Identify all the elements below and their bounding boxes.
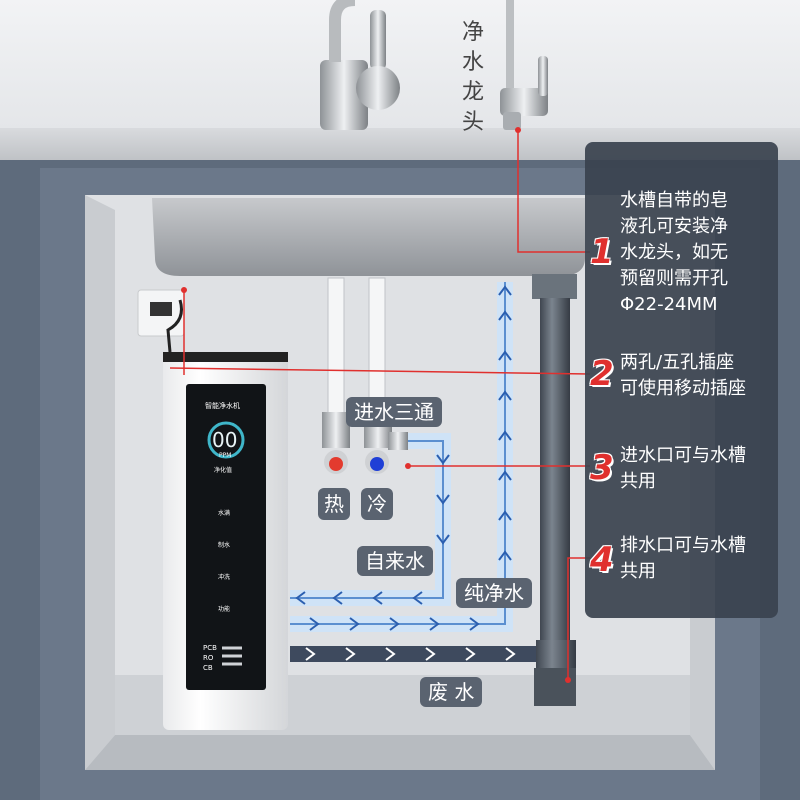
tee-label: 进水三通	[346, 397, 442, 427]
note-text-4: 排水口可与水槽 共用	[620, 535, 746, 582]
purifier-code-cb: CB	[203, 664, 213, 672]
purifier-status: 净化值	[214, 467, 233, 474]
cold-valve	[370, 457, 384, 471]
waste-water-pipe	[290, 646, 540, 662]
pure-water-label: 纯净水	[456, 578, 532, 608]
note-number-3: 3	[590, 448, 614, 488]
sink-basin	[152, 198, 585, 276]
hot-valve	[329, 457, 343, 471]
note-number-2: 2	[590, 354, 614, 394]
info-panel	[585, 142, 778, 618]
purifier-display: 00	[212, 428, 238, 452]
waste-water-label: 废 水	[420, 677, 483, 707]
cold-label: 冷	[361, 488, 393, 520]
purifier-button-make: 制水	[218, 542, 231, 549]
note-text-1: 水槽自带的皂 液孔可安装净 水龙头，如无 预留则需开孔 Φ22-24MM	[620, 190, 728, 315]
purifier-button-func: 功能	[218, 606, 231, 613]
hot-label: 热	[318, 488, 350, 520]
purifier-brand: 智能净水机	[205, 402, 240, 410]
note-number-4: 4	[590, 540, 614, 580]
note-text-2: 两孔/五孔插座 可使用移动插座	[620, 352, 746, 399]
tap-water-label: 自来水	[357, 546, 433, 576]
note-text-3: 进水口可与水槽 共用	[620, 445, 746, 492]
leader-2	[169, 367, 591, 375]
purifier-button-full: 水满	[218, 510, 231, 517]
purifier-button-flush: 冲洗	[218, 574, 231, 581]
tee-fitting	[388, 432, 408, 450]
water-purifier	[163, 352, 288, 730]
drain-pipe	[540, 298, 570, 643]
wall-socket	[137, 289, 185, 353]
note-number-1: 1	[590, 232, 614, 272]
leader-1	[517, 130, 590, 253]
faucet-label: 净水龙头	[461, 20, 484, 135]
pure-water-faucet	[500, 0, 548, 130]
leader-4	[567, 557, 590, 680]
purifier-code-ro: RO	[203, 654, 214, 662]
purifier-code-pcb: PCB	[203, 644, 217, 652]
purifier-unit: PPM	[219, 452, 232, 459]
kitchen-faucet	[320, 0, 400, 130]
